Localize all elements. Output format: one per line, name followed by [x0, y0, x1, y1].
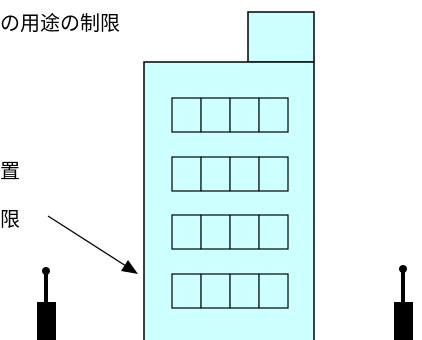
window-row-1: [171, 97, 289, 133]
right-post-icon: [394, 265, 413, 340]
side-label-upper: 置: [0, 159, 20, 183]
window-row-3: [171, 214, 289, 250]
window-pane: [171, 97, 202, 133]
rooftop-structure: [247, 11, 315, 63]
window-rows: [171, 97, 289, 309]
window-pane: [258, 97, 289, 133]
left-post-icon: [37, 267, 56, 340]
window-pane: [200, 156, 231, 192]
window-pane: [200, 273, 231, 309]
window-pane: [229, 156, 260, 192]
window-row-2: [171, 156, 289, 192]
heading-label: の用途の制限: [0, 11, 120, 35]
window-pane: [229, 214, 260, 250]
arrow-icon: [47, 215, 138, 274]
window-pane: [229, 273, 260, 309]
window-pane: [200, 97, 231, 133]
side-label-lower: 限: [0, 207, 20, 231]
window-pane: [258, 273, 289, 309]
window-pane: [171, 156, 202, 192]
window-row-4: [171, 273, 289, 309]
window-pane: [229, 97, 260, 133]
window-pane: [200, 214, 231, 250]
window-pane: [171, 273, 202, 309]
window-pane: [258, 214, 289, 250]
window-pane: [171, 214, 202, 250]
window-pane: [258, 156, 289, 192]
